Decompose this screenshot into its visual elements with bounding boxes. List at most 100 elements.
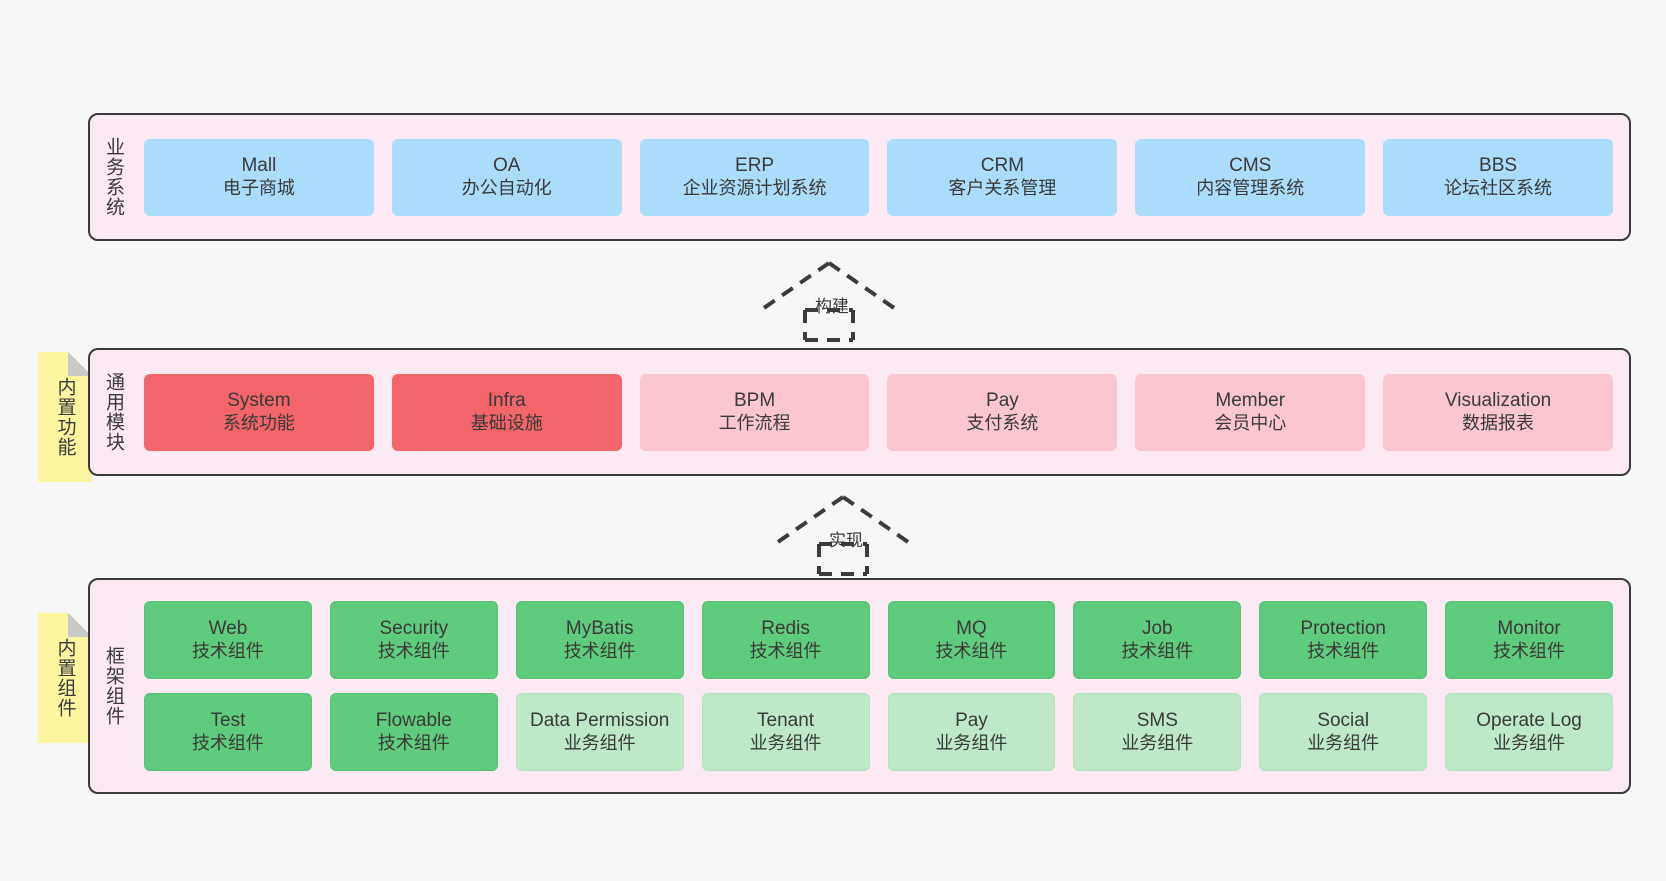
card-title: Test [210, 710, 246, 732]
card-cms[interactable]: CMS 内容管理系统 [1135, 138, 1366, 216]
implement-arrow-icon [773, 495, 913, 576]
card-test[interactable]: Test 技术组件 [144, 693, 312, 771]
card-subtitle: 会员中心 [1214, 412, 1287, 433]
card-visualization[interactable]: Visualization 数据报表 [1383, 373, 1613, 451]
card-bpm[interactable]: BPM 工作流程 [639, 373, 870, 451]
card-sms[interactable]: SMS 业务组件 [1073, 693, 1242, 771]
card-title: BPM [733, 390, 776, 412]
business-system-row: Mall 电子商城 OA 办公自动化 ERP 企业资源计划系统 CRM 客户关系… [144, 138, 1613, 216]
common-module-row: System 系统功能 Infra 基础设施 BPM 工作流程 Pay 支付系统… [144, 373, 1613, 451]
card-title: CMS [1229, 155, 1272, 177]
card-subtitle: 技术组件 [1121, 640, 1194, 661]
card-title: Operate Log [1476, 710, 1582, 732]
build-connector [756, 258, 902, 342]
card-subtitle: 技术组件 [1493, 640, 1566, 661]
card-title: Infra [487, 390, 526, 412]
card-social[interactable]: Social 业务组件 [1259, 693, 1428, 771]
card-flowable[interactable]: Flowable 技术组件 [329, 693, 498, 771]
card-operate-log[interactable]: Operate Log 业务组件 [1445, 693, 1613, 771]
business-system-layer-title: 业务系统 [103, 137, 125, 217]
card-data-permission[interactable]: Data Permission 业务组件 [515, 693, 684, 771]
card-subtitle: 技术组件 [935, 640, 1008, 661]
common-module-layer: 通用模块 System 系统功能 Infra 基础设施 BPM 工作流程 Pay… [88, 348, 1631, 476]
card-title: Tenant [757, 710, 815, 732]
common-module-layer-title: 通用模块 [103, 372, 125, 452]
card-subtitle: 办公自动化 [461, 177, 552, 198]
card-title: Visualization [1444, 390, 1552, 412]
card-pay-component[interactable]: Pay 业务组件 [887, 693, 1056, 771]
card-subtitle: 支付系统 [966, 412, 1039, 433]
card-title: ERP [735, 155, 775, 177]
card-title: Redis [761, 618, 810, 640]
build-connector-label: 构建 [815, 297, 849, 316]
card-job[interactable]: Job 技术组件 [1073, 601, 1242, 679]
card-title: System [227, 390, 291, 412]
card-subtitle: 技术组件 [191, 640, 264, 661]
card-security[interactable]: Security 技术组件 [329, 601, 498, 679]
card-subtitle: 业务组件 [1493, 732, 1566, 753]
card-subtitle: 业务组件 [563, 732, 636, 753]
card-subtitle: 业务组件 [935, 732, 1008, 753]
card-title: Data Permission [529, 710, 670, 732]
implement-connector [770, 492, 916, 576]
card-title: Member [1215, 390, 1286, 412]
card-title: Security [379, 618, 449, 640]
card-subtitle: 电子商城 [222, 177, 295, 198]
card-subtitle: 技术组件 [563, 640, 636, 661]
card-title: Mall [241, 155, 277, 177]
card-subtitle: 业务组件 [749, 732, 822, 753]
framework-component-layer: 框架组件 Web 技术组件 Security 技术组件 MyBatis 技术组件… [88, 578, 1631, 794]
card-subtitle: 技术组件 [191, 732, 264, 753]
card-crm[interactable]: CRM 客户关系管理 [887, 138, 1118, 216]
card-title: OA [493, 155, 521, 177]
card-subtitle: 业务组件 [1121, 732, 1194, 753]
card-subtitle: 业务组件 [1307, 732, 1380, 753]
card-title: Protection [1300, 618, 1386, 640]
card-infra[interactable]: Infra 基础设施 [391, 373, 622, 451]
card-web[interactable]: Web 技术组件 [144, 601, 312, 679]
card-mq[interactable]: MQ 技术组件 [887, 601, 1056, 679]
card-subtitle: 工作流程 [718, 412, 791, 433]
builtin-function-note: 内置功能 [38, 352, 92, 482]
card-title: Monitor [1497, 618, 1561, 640]
card-oa[interactable]: OA 办公自动化 [391, 138, 622, 216]
implement-connector-label: 实现 [829, 531, 863, 550]
card-mybatis[interactable]: MyBatis 技术组件 [515, 601, 684, 679]
card-subtitle: 系统功能 [222, 412, 295, 433]
card-redis[interactable]: Redis 技术组件 [701, 601, 870, 679]
card-mall[interactable]: Mall 电子商城 [144, 138, 374, 216]
card-subtitle: 基础设施 [470, 412, 543, 433]
card-system[interactable]: System 系统功能 [144, 373, 374, 451]
common-module-cards: System 系统功能 Infra 基础设施 BPM 工作流程 Pay 支付系统… [136, 350, 1629, 474]
card-monitor[interactable]: Monitor 技术组件 [1445, 601, 1613, 679]
card-subtitle: 客户关系管理 [948, 177, 1057, 198]
build-arrow-icon [759, 261, 899, 342]
framework-business-row: Test 技术组件 Flowable 技术组件 Data Permission … [144, 693, 1613, 771]
card-protection[interactable]: Protection 技术组件 [1259, 601, 1428, 679]
card-subtitle: 内容管理系统 [1196, 177, 1305, 198]
card-tenant[interactable]: Tenant 业务组件 [701, 693, 870, 771]
card-title: Flowable [375, 710, 452, 732]
card-member[interactable]: Member 会员中心 [1135, 373, 1366, 451]
card-title: BBS [1479, 155, 1518, 177]
card-subtitle: 企业资源计划系统 [682, 177, 827, 198]
card-subtitle: 技术组件 [377, 732, 450, 753]
card-subtitle: 技术组件 [377, 640, 450, 661]
card-subtitle: 技术组件 [1307, 640, 1380, 661]
framework-component-cards: Web 技术组件 Security 技术组件 MyBatis 技术组件 Redi… [136, 580, 1629, 792]
card-title: CRM [980, 155, 1025, 177]
card-subtitle: 数据报表 [1462, 412, 1535, 433]
card-erp[interactable]: ERP 企业资源计划系统 [639, 138, 870, 216]
card-bbs[interactable]: BBS 论坛社区系统 [1383, 138, 1613, 216]
card-subtitle: 论坛社区系统 [1444, 177, 1553, 198]
card-title: Web [208, 618, 248, 640]
card-title: MyBatis [565, 618, 634, 640]
card-title: MQ [956, 618, 987, 640]
card-subtitle: 技术组件 [749, 640, 822, 661]
card-title: Pay [955, 710, 988, 732]
framework-component-layer-title: 框架组件 [103, 646, 125, 726]
card-pay-module[interactable]: Pay 支付系统 [887, 373, 1118, 451]
card-title: Pay [986, 390, 1019, 412]
card-title: Social [1317, 710, 1370, 732]
card-title: Job [1141, 618, 1173, 640]
